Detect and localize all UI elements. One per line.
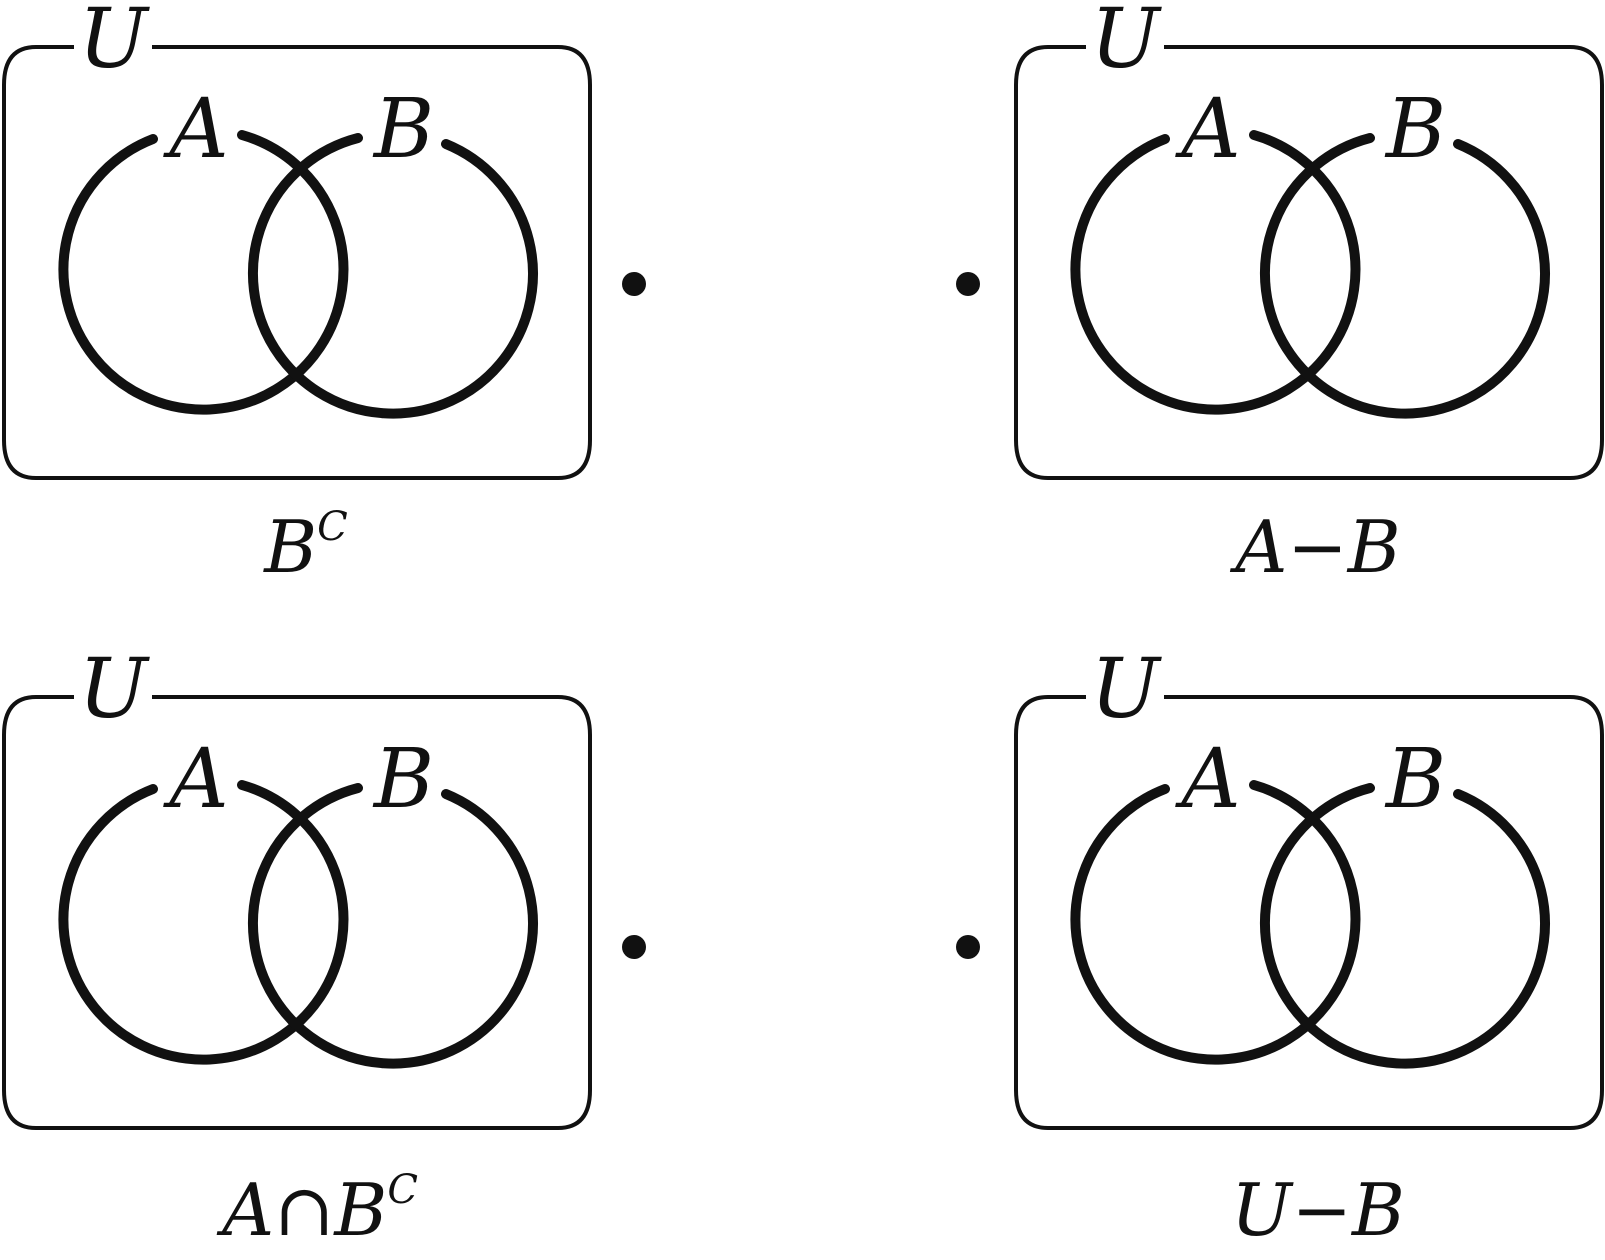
circle-a <box>1070 780 1361 1065</box>
universe-label: U <box>1090 642 1162 737</box>
set-a-label: A <box>1174 82 1240 177</box>
universe-label: U <box>1090 0 1162 87</box>
universe-frame <box>1014 695 1604 1130</box>
set-a-label: A <box>162 732 228 827</box>
circle-a <box>58 130 349 415</box>
panel-caption: BC <box>262 504 348 589</box>
venn-panel-a-minus-b: U A B A−B <box>1014 0 1604 589</box>
universe-label: U <box>78 0 150 87</box>
venn-panel-b-complement: U A B BC <box>1 0 592 589</box>
circle-a <box>1070 130 1361 415</box>
connector-dot-left-top <box>622 272 646 296</box>
universe-frame <box>1 695 592 1130</box>
panel-caption: A∩BC <box>216 1167 418 1252</box>
set-b-label: B <box>1384 82 1446 177</box>
venn-panel-u-minus-b: U A B U−B <box>1014 642 1604 1252</box>
universe-label: U <box>78 642 150 737</box>
connector-dot-right-top <box>956 272 980 296</box>
panel-caption: U−B <box>1231 1168 1405 1252</box>
connector-dot-right-bottom <box>956 935 980 959</box>
circle-b <box>1259 783 1550 1069</box>
circle-b <box>247 783 538 1069</box>
universe-frame <box>1 45 592 480</box>
connector-dot-left-bottom <box>622 935 646 959</box>
panel-caption: A−B <box>1229 505 1400 589</box>
circle-b <box>1259 133 1550 419</box>
set-b-label: B <box>1384 732 1446 827</box>
universe-frame <box>1014 45 1604 480</box>
venn-panel-a-intersect-b-complement: U A B A∩BC <box>1 642 592 1252</box>
set-a-label: A <box>162 82 228 177</box>
set-b-label: B <box>372 82 434 177</box>
set-a-label: A <box>1174 732 1240 827</box>
circle-a <box>58 780 349 1065</box>
circle-b <box>247 133 538 419</box>
set-b-label: B <box>372 732 434 827</box>
